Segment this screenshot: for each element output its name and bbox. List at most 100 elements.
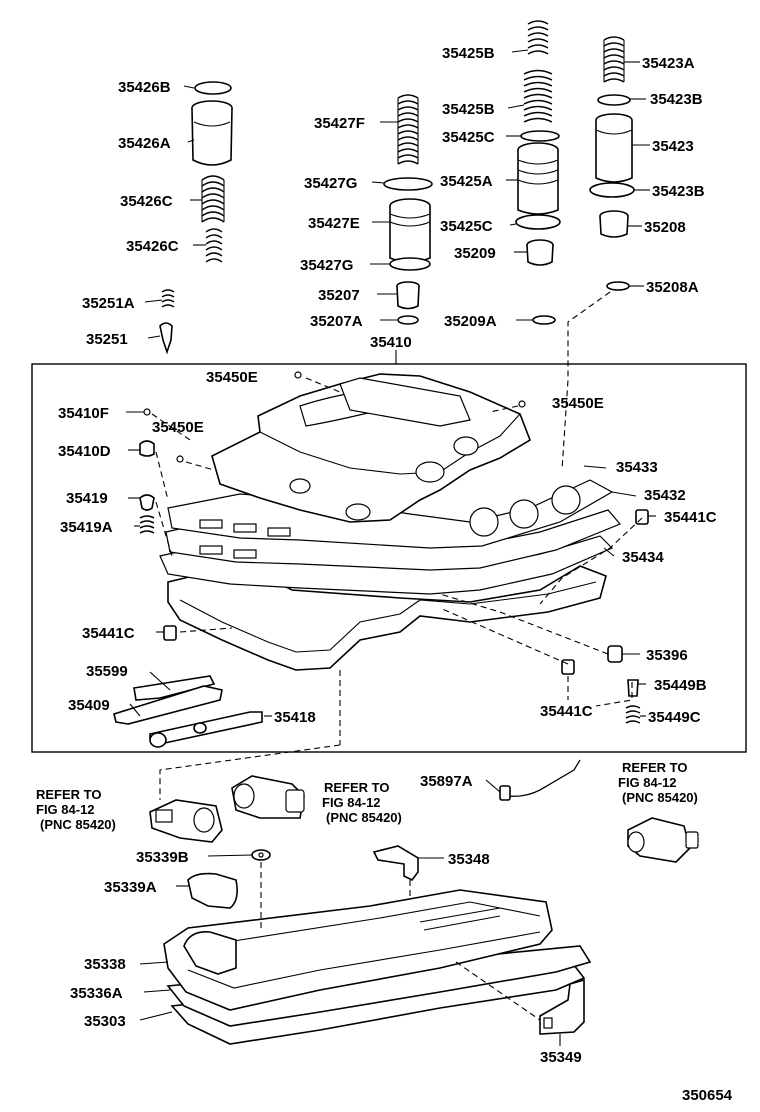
part-35425C-ring-top — [520, 130, 560, 142]
dashed-guides-box — [151, 377, 643, 800]
label-35432: 35432 — [644, 487, 686, 504]
part-35427G-ring-bottom — [389, 257, 431, 271]
part-35427F-spring — [397, 94, 419, 165]
part-35426B — [194, 81, 232, 95]
label-35208A: 35208A — [646, 279, 699, 296]
part-35338-strainer — [163, 889, 553, 1011]
label-35449C: 35449C — [648, 709, 701, 726]
svg-text:(PNC 85420): (PNC 85420) — [326, 810, 402, 825]
part-35425C-ring — [515, 214, 561, 230]
label-35426C-b: 35426C — [126, 238, 179, 255]
part-35441C-c — [561, 659, 575, 675]
part-35410F-ball — [143, 408, 151, 416]
label-35433: 35433 — [616, 459, 658, 476]
label-35425B-top: 35425B — [442, 45, 495, 62]
label-35441C-b: 35441C — [82, 625, 135, 642]
label-35208: 35208 — [644, 219, 686, 236]
svg-text:REFER TO: REFER TO — [36, 787, 102, 802]
label-35349: 35349 — [540, 1049, 582, 1066]
label-35396: 35396 — [646, 647, 688, 664]
label-35427G: 35427G — [300, 257, 353, 274]
label-35423B-top: 35423B — [650, 91, 703, 108]
note-refer-left: REFER TO FIG 84-12 (PNC 85420) — [36, 787, 116, 832]
label-35897A: 35897A — [420, 773, 473, 790]
part-35339A — [187, 872, 238, 909]
part-35336A-gasket — [166, 945, 592, 1027]
leader-lines-top — [144, 49, 650, 339]
part-35897A-pipe — [499, 759, 581, 801]
label-35303: 35303 — [84, 1013, 126, 1030]
solenoid-right — [627, 817, 699, 863]
label-35207A: 35207A — [310, 313, 363, 330]
part-35427E-sleeve — [389, 198, 431, 263]
label-35427E: 35427E — [308, 215, 360, 232]
label-35419A: 35419A — [60, 519, 113, 536]
dashed-guides-pan — [260, 862, 541, 1021]
dashed-guide-35208A — [561, 291, 611, 471]
part-35425B-spring — [523, 69, 553, 123]
label-35251: 35251 — [86, 331, 128, 348]
note-refer-right: REFER TO FIG 84-12 (PNC 85420) — [618, 760, 698, 805]
svg-text:(PNC 85420): (PNC 85420) — [40, 817, 116, 832]
part-35423B-ring-top — [597, 94, 631, 106]
label-35423A: 35423A — [642, 55, 695, 72]
part-35426C-spring — [201, 175, 225, 223]
label-35441C-c: 35441C — [540, 703, 593, 720]
label-35434: 35434 — [622, 549, 664, 566]
label-35410F: 35410F — [58, 405, 109, 422]
svg-text:REFER TO: REFER TO — [622, 760, 688, 775]
part-lower-valve-body — [167, 565, 607, 671]
part-35449C-spring — [625, 705, 641, 724]
leader-lines-lower — [126, 411, 656, 1046]
label-35207: 35207 — [318, 287, 360, 304]
part-35348-bracket — [372, 845, 419, 882]
solenoid-left — [149, 799, 223, 843]
part-35209-plug — [526, 239, 554, 266]
svg-text:(PNC 85420): (PNC 85420) — [622, 790, 698, 805]
part-35426C-small-spring — [205, 228, 223, 263]
plate-holes — [199, 485, 581, 559]
label-35426C: 35426C — [120, 193, 173, 210]
part-35208-plug — [599, 210, 629, 238]
label-35450E-b: 35450E — [552, 395, 604, 412]
label-35339A: 35339A — [104, 879, 157, 896]
valve-body-assembly-box — [31, 363, 747, 753]
label-35419: 35419 — [66, 490, 108, 507]
part-35208A-ring — [606, 281, 630, 291]
part-35425B-spring-top — [527, 20, 549, 55]
label-35423B: 35423B — [652, 183, 705, 200]
part-35423A-spring — [603, 36, 625, 83]
label-35425C: 35425C — [440, 218, 493, 235]
part-35339B — [251, 849, 271, 861]
label-35425A: 35425A — [440, 173, 493, 190]
part-35427G-ring-top — [383, 177, 433, 191]
label-35336A: 35336A — [70, 985, 123, 1002]
part-35207A-ring — [397, 315, 419, 325]
label-35449B: 35449B — [654, 677, 707, 694]
part-35426A — [191, 100, 233, 166]
part-35251-pin — [159, 322, 173, 355]
label-35209: 35209 — [454, 245, 496, 262]
part-35251A-spring — [161, 289, 175, 308]
part-35396 — [607, 645, 623, 663]
part-35449B — [627, 679, 639, 697]
svg-text:REFER TO: REFER TO — [324, 780, 390, 795]
part-35207-plug — [396, 281, 420, 310]
label-35418: 35418 — [274, 709, 316, 726]
svg-text:FIG 84-12: FIG 84-12 — [322, 795, 381, 810]
label-35251A: 35251A — [82, 295, 135, 312]
part-35450E-ball-a — [294, 371, 302, 379]
label-35425B: 35425B — [442, 101, 495, 118]
part-35410D — [139, 440, 155, 457]
label-35423: 35423 — [652, 138, 694, 155]
part-35209A-ring — [532, 315, 556, 325]
label-35426B: 35426B — [118, 79, 171, 96]
label-35427G-top: 35427G — [304, 175, 357, 192]
part-35419A-spring — [139, 515, 155, 534]
label-35348: 35348 — [448, 851, 490, 868]
svg-text:FIG 84-12: FIG 84-12 — [36, 802, 95, 817]
part-35419 — [139, 494, 155, 511]
label-35450E-a: 35450E — [206, 369, 258, 386]
